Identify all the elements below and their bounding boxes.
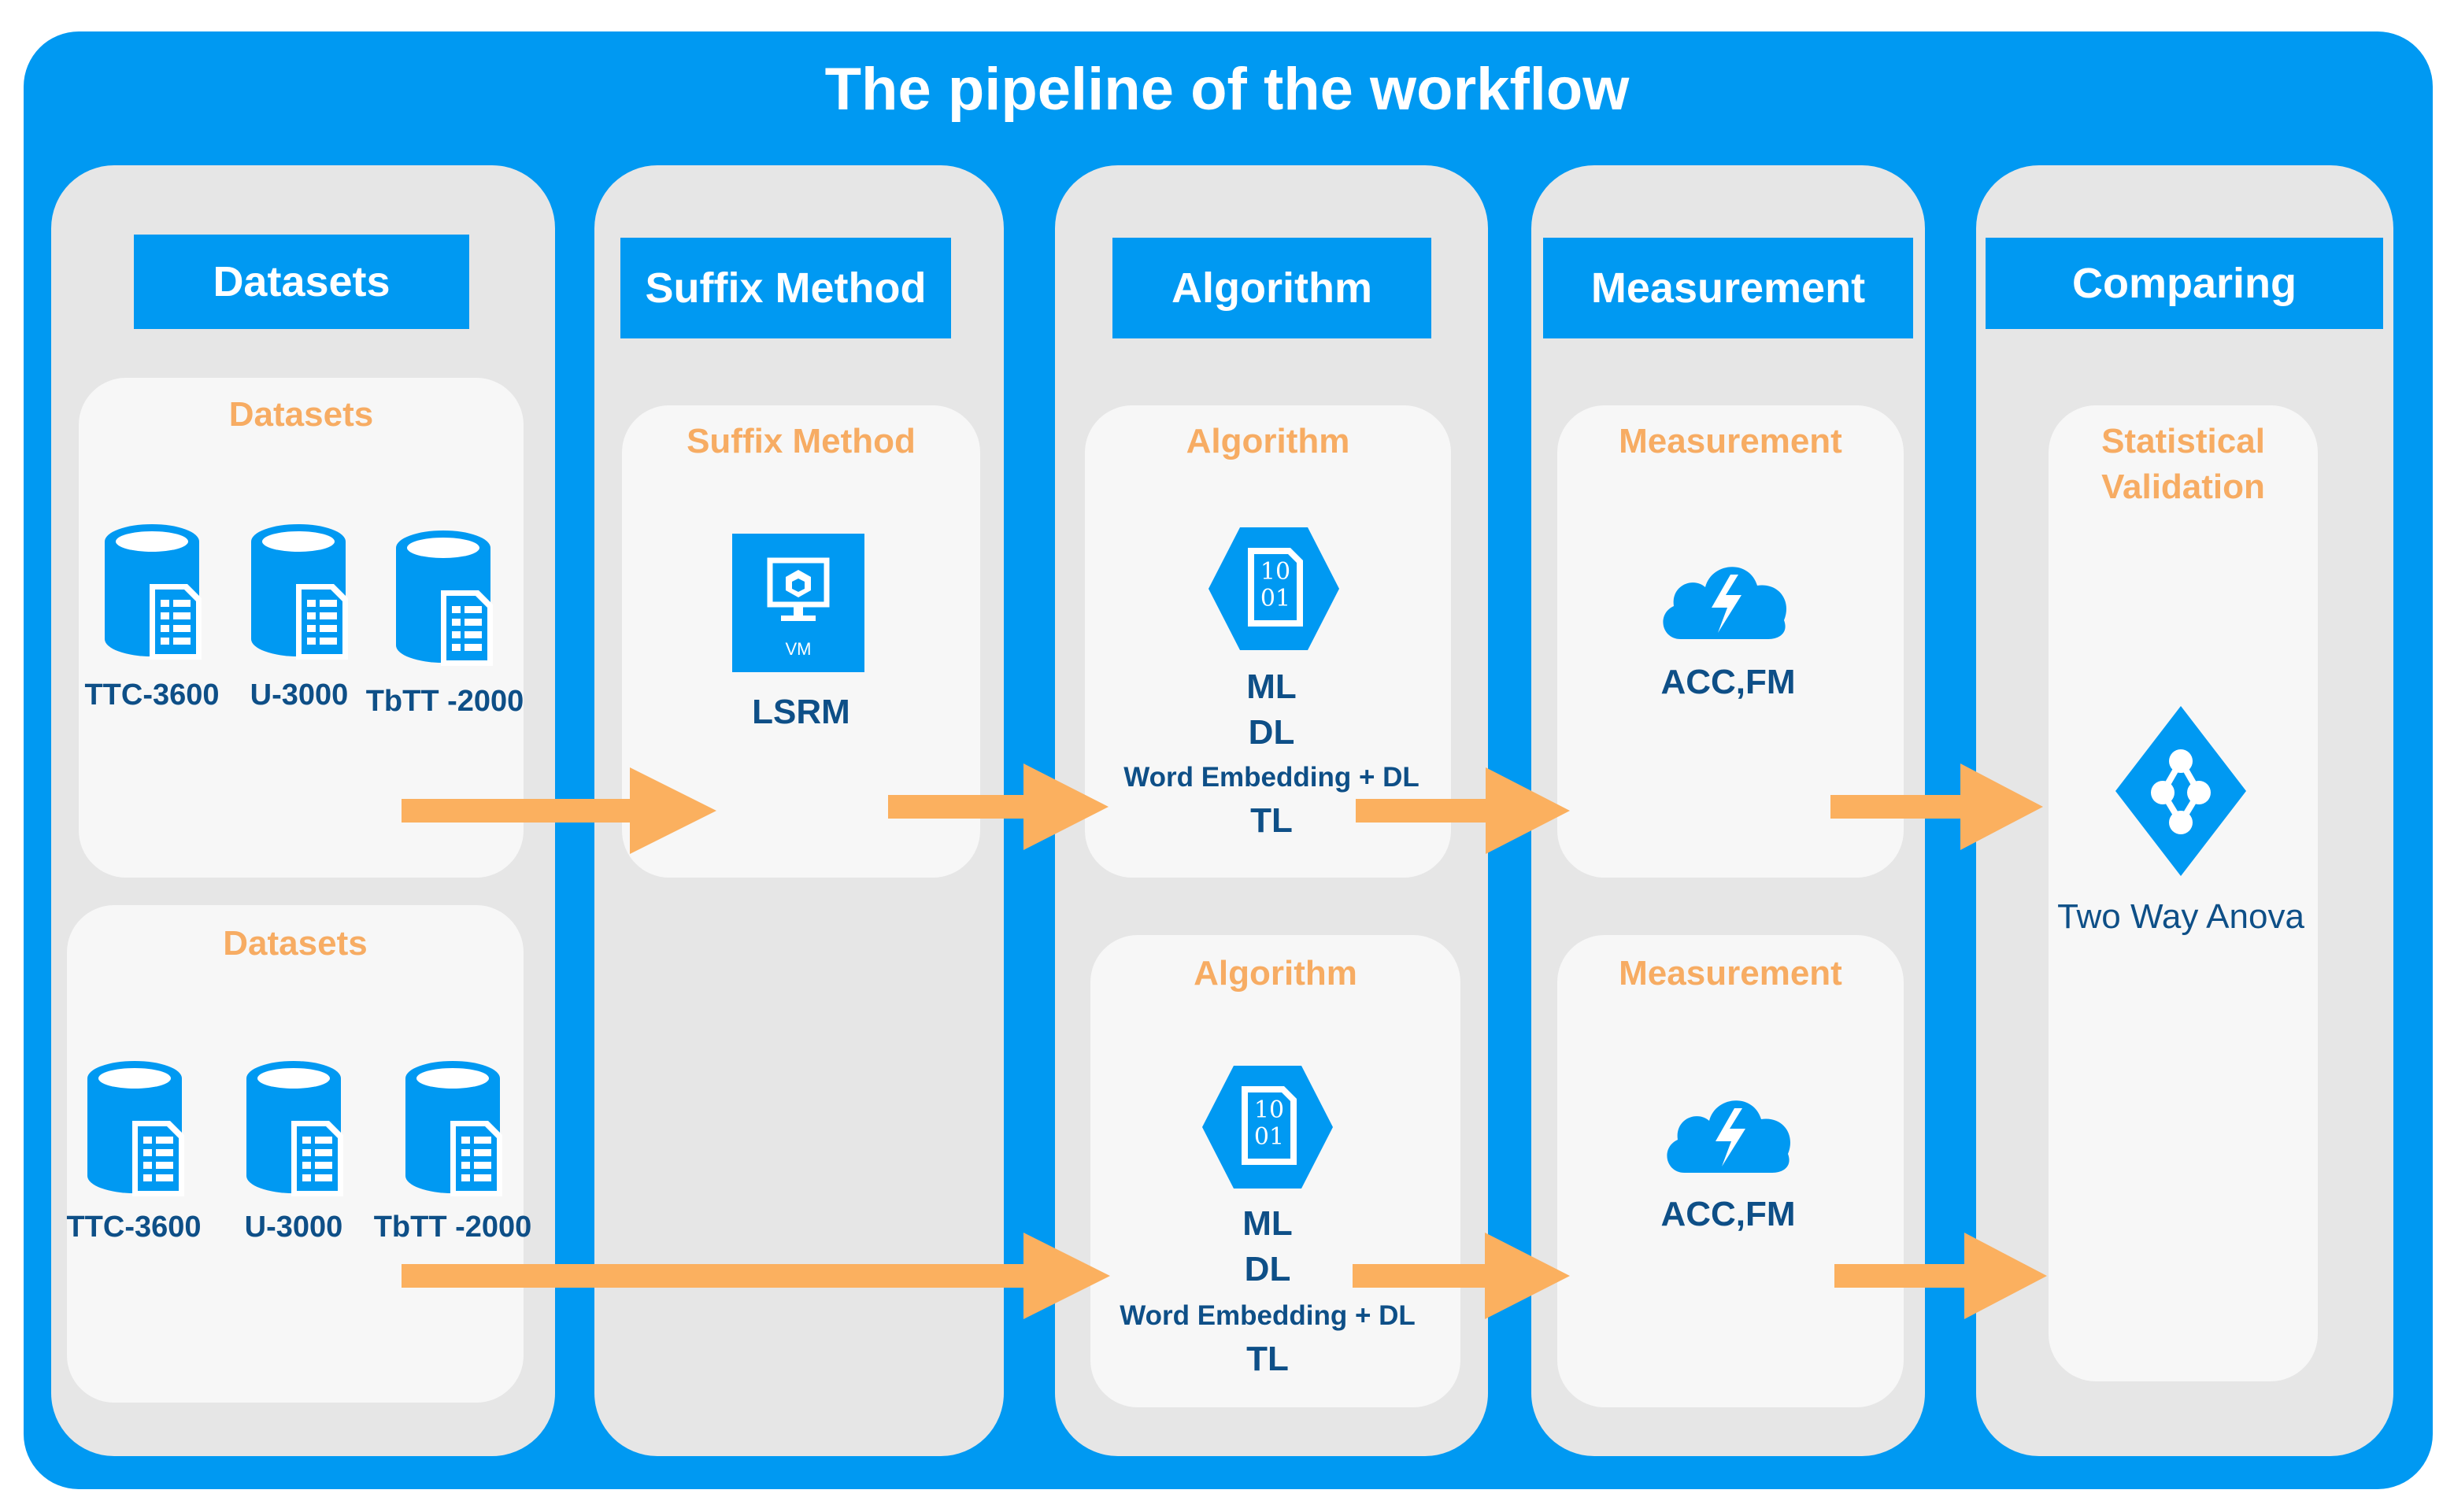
algorithm-line: DL [1244, 1250, 1291, 1288]
header-suffix-method: Suffix Method [620, 238, 951, 338]
algorithm-line: Word Embedding + DL [1120, 1300, 1416, 1331]
binary-digits: 10 [1260, 558, 1291, 586]
measurement-card-title: Measurement [1619, 422, 1842, 460]
measurement-card-title: Measurement [1619, 954, 1842, 993]
two-way-anova-label: Two Way Anova [2057, 897, 2304, 936]
database-document-icon [247, 519, 350, 661]
binary-digits: 10 [1253, 1096, 1285, 1124]
network-diamond-icon [2114, 704, 2248, 878]
measurement-label: ACC,FM [1660, 1195, 1796, 1233]
datasets-card-title: Datasets [223, 924, 368, 963]
flow-arrow [1353, 1233, 1570, 1319]
cloud-lightning-icon [1653, 551, 1795, 645]
diagram-title: The pipeline of the workflow [824, 56, 1630, 123]
header-measurement: Measurement [1543, 238, 1913, 338]
database-document-icon [101, 519, 203, 661]
vm-label: VM [785, 639, 812, 659]
algorithm-card-title: Algorithm [1194, 954, 1357, 993]
algorithm-card-title: Algorithm [1186, 422, 1350, 460]
flow-arrow [402, 1233, 1110, 1319]
header-algorithm: Algorithm [1112, 238, 1431, 338]
binary-file-hexagon-icon: 10 01 [1207, 526, 1341, 652]
lsrm-label: LSRM [752, 693, 850, 731]
algorithm-line: Word Embedding + DL [1123, 762, 1419, 793]
dataset-label: TbTT -2000 [365, 685, 524, 718]
flow-arrow [402, 767, 716, 854]
binary-file-hexagon-icon: 10 01 [1201, 1064, 1334, 1190]
flow-arrow [1830, 763, 2043, 850]
flow-arrow [1834, 1233, 2047, 1319]
header-comparing: Comparing [1986, 238, 2383, 329]
statistical-validation-title-line1: Statistical [2101, 422, 2265, 460]
dataset-label: U-3000 [250, 678, 349, 712]
algorithm-line: TL [1250, 801, 1293, 840]
statistical-validation-title-line2: Validation [2101, 468, 2265, 506]
statistical-validation-card [2049, 405, 2318, 1381]
datasets-card-title: Datasets [228, 395, 374, 434]
database-document-icon [83, 1056, 186, 1198]
algorithm-line: DL [1248, 713, 1295, 752]
dataset-label: TTC-3600 [66, 1211, 202, 1244]
database-document-icon [402, 1056, 504, 1198]
algorithm-line: ML [1242, 1204, 1293, 1243]
dataset-label: TTC-3600 [84, 678, 220, 712]
binary-digits: 01 [1253, 1123, 1285, 1151]
database-document-icon [392, 526, 494, 667]
virtual-machine-icon: VM [732, 534, 864, 672]
algorithm-line: ML [1246, 667, 1297, 706]
binary-digits: 01 [1260, 585, 1291, 612]
measurement-label: ACC,FM [1660, 663, 1796, 701]
dataset-label: U-3000 [244, 1211, 343, 1244]
suffix-method-card-title: Suffix Method [687, 422, 916, 460]
header-datasets: Datasets [134, 235, 469, 329]
algorithm-line: TL [1246, 1340, 1289, 1378]
flow-arrow [888, 763, 1109, 850]
database-document-icon [242, 1056, 345, 1198]
flow-arrow [1356, 767, 1570, 854]
cloud-lightning-icon [1657, 1085, 1799, 1179]
dataset-label: TbTT -2000 [373, 1211, 532, 1244]
